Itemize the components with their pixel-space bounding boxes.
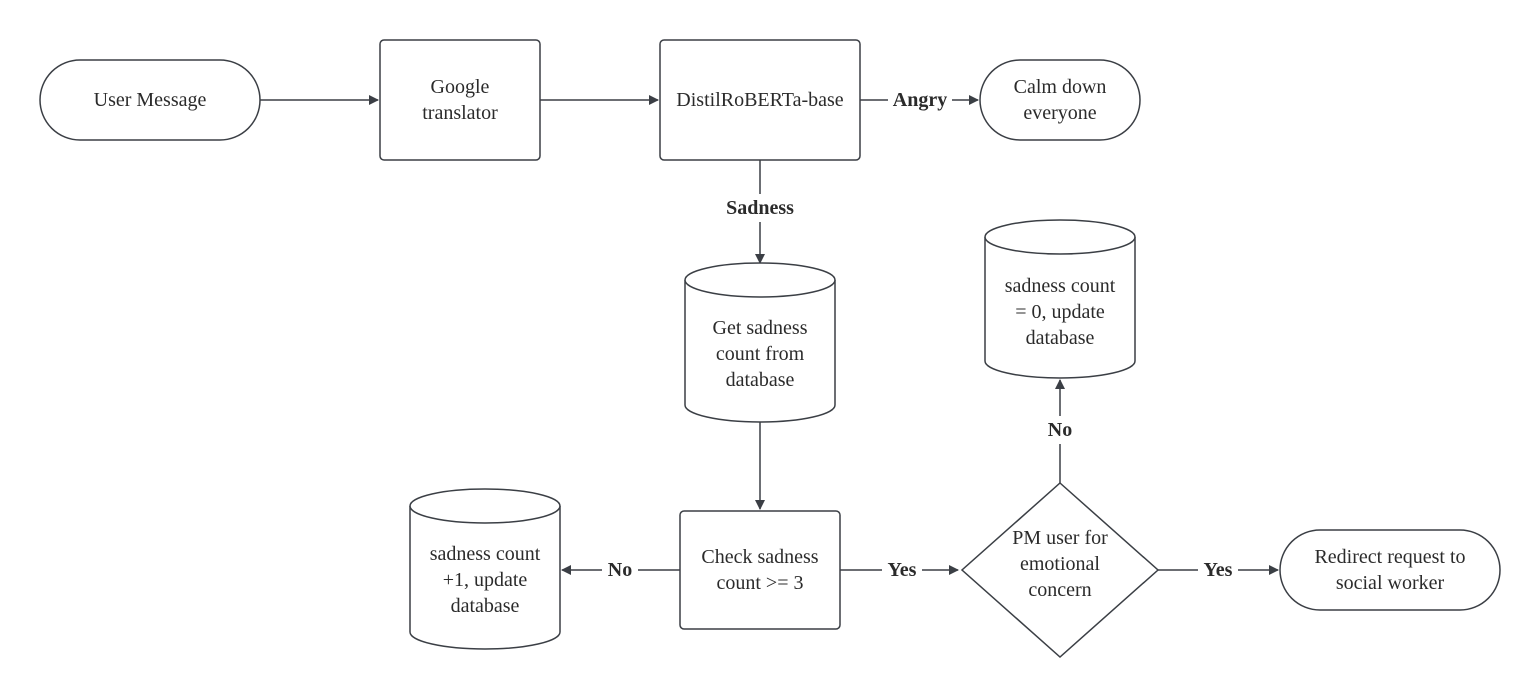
node-text-line: sadness count	[1005, 275, 1116, 297]
node-redirect-text: Redirect request to social worker	[1314, 546, 1465, 594]
node-text-line: Google	[431, 76, 490, 98]
node-text-line: DistilRoBERTa-base	[676, 89, 844, 111]
node-text-line: emotional	[1020, 553, 1100, 575]
edge-label-angry: Angry	[893, 89, 947, 111]
node-text-line: sadness count	[430, 543, 541, 565]
edge-label-sadness: Sadness	[726, 197, 794, 219]
node-text-line: translator	[422, 102, 498, 124]
node-calm-down: Calm down everyone	[979, 59, 1141, 141]
node-reset-count-text: sadness count = 0, update database	[1005, 275, 1116, 349]
node-text-line: count >= 3	[717, 572, 804, 594]
node-check-sadness-text: Check sadness count >= 3	[701, 546, 818, 594]
node-text-line: Get sadness	[713, 317, 808, 339]
node-text-line: count from	[716, 343, 805, 365]
node-distilroberta-text: DistilRoBERTa-base	[676, 89, 844, 111]
node-text-line: database	[451, 595, 520, 617]
edge-label-check-no: No	[608, 559, 632, 581]
node-increment-count: sadness count +1, update database	[409, 488, 561, 650]
node-text-line: social worker	[1336, 572, 1445, 594]
node-text-line: = 0, update	[1015, 301, 1105, 323]
node-text-line: database	[1026, 327, 1095, 349]
node-pm-user-decision: PM user for emotional concern	[960, 481, 1160, 659]
node-text-line: PM user for	[1012, 527, 1108, 549]
edge-label-pm-no: No	[1048, 419, 1072, 441]
node-get-sadness-count-text: Get sadness count from database	[713, 317, 808, 391]
node-text-line: everyone	[1023, 102, 1096, 124]
edge-labels: Angry Sadness No Yes No Yes	[602, 86, 1238, 584]
node-text-line: Redirect request to	[1314, 546, 1465, 568]
node-user-message: User Message	[39, 59, 261, 141]
node-text-line: User Message	[94, 89, 207, 111]
node-google-translator-text: Google translator	[422, 76, 498, 124]
node-text-line: database	[726, 369, 795, 391]
node-redirect: Redirect request to social worker	[1279, 529, 1501, 611]
node-distilroberta: DistilRoBERTa-base	[659, 39, 861, 161]
node-text-line: concern	[1028, 579, 1091, 601]
node-check-sadness: Check sadness count >= 3	[679, 510, 841, 630]
node-text-line: Calm down	[1014, 76, 1107, 98]
edge-label-check-yes: Yes	[888, 559, 917, 581]
edge-label-pm-yes: Yes	[1204, 559, 1233, 581]
node-get-sadness-count: Get sadness count from database	[684, 262, 836, 423]
node-increment-count-text: sadness count +1, update database	[430, 543, 541, 617]
node-google-translator: Google translator	[379, 39, 541, 161]
node-calm-down-text: Calm down everyone	[1014, 76, 1107, 124]
node-text-line: Check sadness	[701, 546, 818, 568]
node-user-message-text: User Message	[94, 89, 207, 111]
node-text-line: +1, update	[443, 569, 528, 591]
node-pm-user-text: PM user for emotional concern	[1012, 527, 1108, 601]
node-reset-count: sadness count = 0, update database	[984, 219, 1136, 379]
